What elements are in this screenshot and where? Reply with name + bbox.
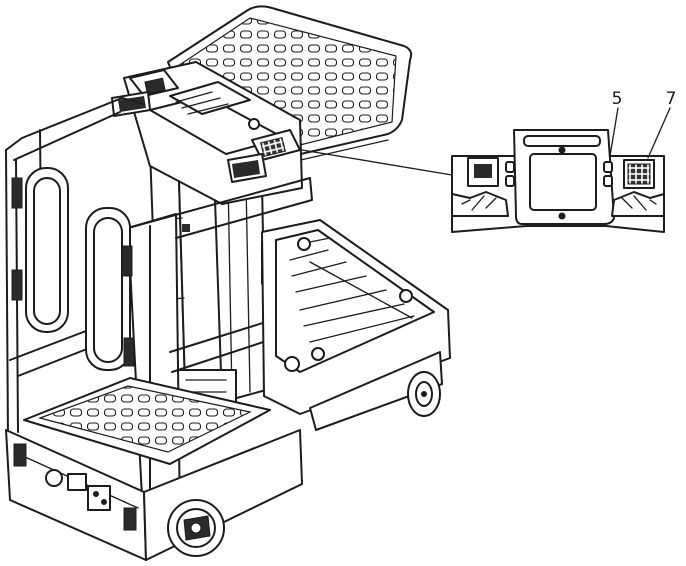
detail-inset [451, 107, 671, 233]
callout-5-leader [609, 107, 619, 157]
operator-floor [23, 377, 271, 465]
callout-7: 7 [666, 89, 677, 109]
callout-7-leader [647, 107, 671, 159]
callout-5: 5 [612, 89, 623, 109]
front-wheel [167, 499, 225, 557]
detail-keypad [623, 159, 655, 189]
bottom-tray [261, 219, 451, 431]
operator-cage [5, 97, 313, 537]
rear-wheel [407, 371, 441, 417]
detail-display-panel [467, 157, 499, 187]
chassis-base [5, 429, 303, 561]
detail-leader-line [301, 149, 459, 177]
